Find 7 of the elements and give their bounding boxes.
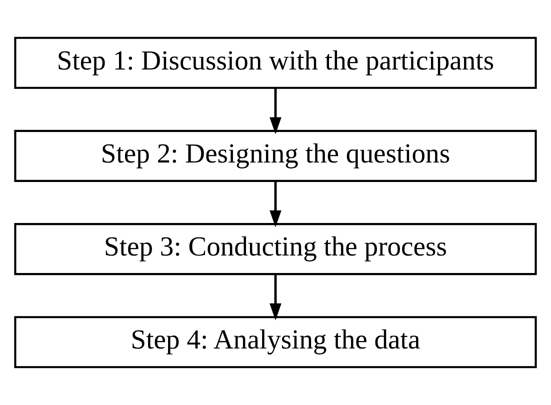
- arrow: [270, 88, 282, 134]
- arrow: [270, 274, 282, 320]
- node-box: Step 3: Conducting the process: [14, 223, 537, 276]
- node-box: Step 2: Designing the questions: [14, 130, 537, 182]
- node-box: Step 4: Analysing the data: [14, 316, 537, 368]
- arrow: [270, 181, 282, 228]
- node-box: Step 1: Discussion with the participants: [14, 36, 537, 89]
